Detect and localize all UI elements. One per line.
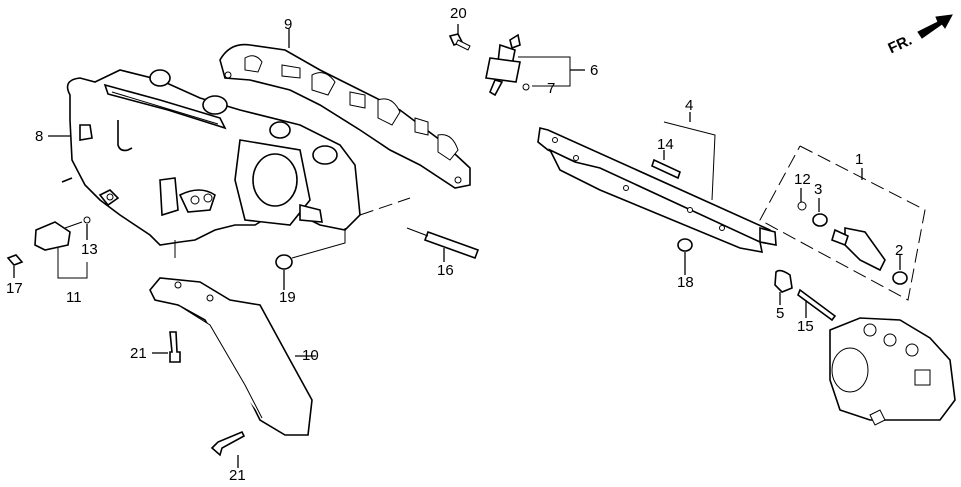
- callout-19: 19: [279, 289, 296, 306]
- callout-21-upper: 21: [130, 345, 147, 362]
- front-arrow-icon: [917, 14, 953, 39]
- callout-9: 9: [284, 16, 293, 33]
- sensor-11: [34, 216, 91, 251]
- callout-15: 15: [797, 318, 814, 335]
- stay-bracket: [149, 277, 313, 436]
- callout-8: 8: [35, 128, 44, 145]
- leader-lines: [13, 24, 926, 468]
- callout-17: 17: [6, 280, 23, 297]
- cylinder-head: [829, 317, 956, 426]
- callout-7: 7: [547, 80, 556, 97]
- callout-11: 11: [66, 289, 82, 306]
- fuel-rail: [537, 127, 777, 253]
- callout-10: 10: [302, 347, 319, 364]
- stud-14: [651, 158, 681, 180]
- callout-1: 1: [855, 151, 864, 168]
- callout-3: 3: [814, 181, 823, 198]
- callout-2: 2: [895, 242, 904, 259]
- callout-14: 14: [657, 136, 674, 153]
- insulator-5: [774, 269, 793, 293]
- callout-20: 20: [450, 5, 467, 22]
- stud-15: [797, 288, 837, 322]
- bolt-21-upper: [169, 331, 181, 363]
- callout-5: 5: [776, 305, 785, 322]
- regulator-bolt: [448, 33, 471, 51]
- intake-manifold-gasket: [219, 43, 471, 189]
- callout-4: 4: [685, 97, 694, 114]
- callout-16: 16: [437, 262, 454, 279]
- callout-13: 13: [81, 241, 98, 258]
- callout-6: 6: [590, 62, 599, 79]
- callout-12: 12: [794, 171, 811, 188]
- pressure-regulator: [485, 33, 530, 97]
- bolt-17: [6, 254, 24, 266]
- callout-18: 18: [677, 274, 694, 291]
- intake-manifold: [61, 69, 361, 246]
- callout-21-lower: 21: [229, 467, 246, 484]
- bolt-21-lower: [210, 430, 246, 457]
- nut-19: [275, 254, 293, 270]
- nut-18: [677, 238, 693, 252]
- injector-assembly: [797, 201, 908, 285]
- stud-16: [423, 230, 480, 260]
